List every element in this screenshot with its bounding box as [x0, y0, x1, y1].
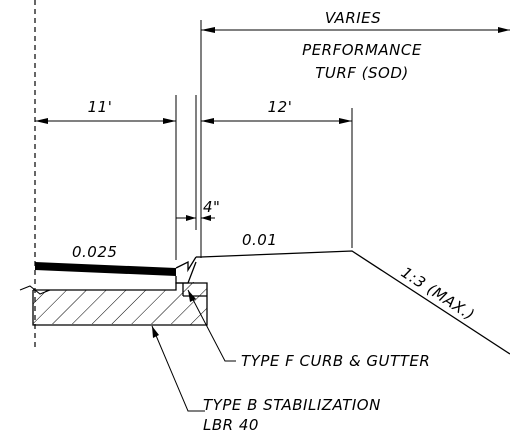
gutter-offset-dimension: 4": [176, 198, 220, 221]
curb-and-gutter: [175, 256, 201, 284]
shoulder-slope-label: 0.01: [242, 231, 277, 249]
stabilization-label-line1: TYPE B STABILIZATION: [203, 396, 381, 414]
curb-gutter-label: TYPE F CURB & GUTTER: [241, 352, 430, 370]
stabilization-leader: TYPE B STABILIZATION LBR 40: [151, 325, 381, 434]
gutter-offset-label: 4": [203, 198, 220, 216]
pavement-layer: [35, 262, 176, 276]
side-slope-label: 1:3 (MAX.): [398, 263, 478, 324]
lane-width-label: 11': [88, 98, 113, 116]
lane-width-dimension: 11': [35, 98, 176, 124]
shoulder-width-dimension: 12': [201, 98, 352, 124]
performance-turf-label-line1: PERFORMANCE: [302, 41, 422, 59]
performance-turf-label-line2: TURF (SOD): [315, 64, 409, 82]
stabilization-base: [32, 282, 208, 326]
curb-gutter-leader: TYPE F CURB & GUTTER: [187, 289, 430, 370]
pavement-slope-label: 0.025: [72, 243, 117, 261]
shoulder-width-label: 12': [268, 98, 293, 116]
shoulder-surface: [200, 250, 510, 355]
varies-label: VARIES: [325, 9, 381, 27]
varies-dimension: VARIES: [201, 9, 510, 33]
stabilization-label-line2: LBR 40: [203, 416, 259, 434]
